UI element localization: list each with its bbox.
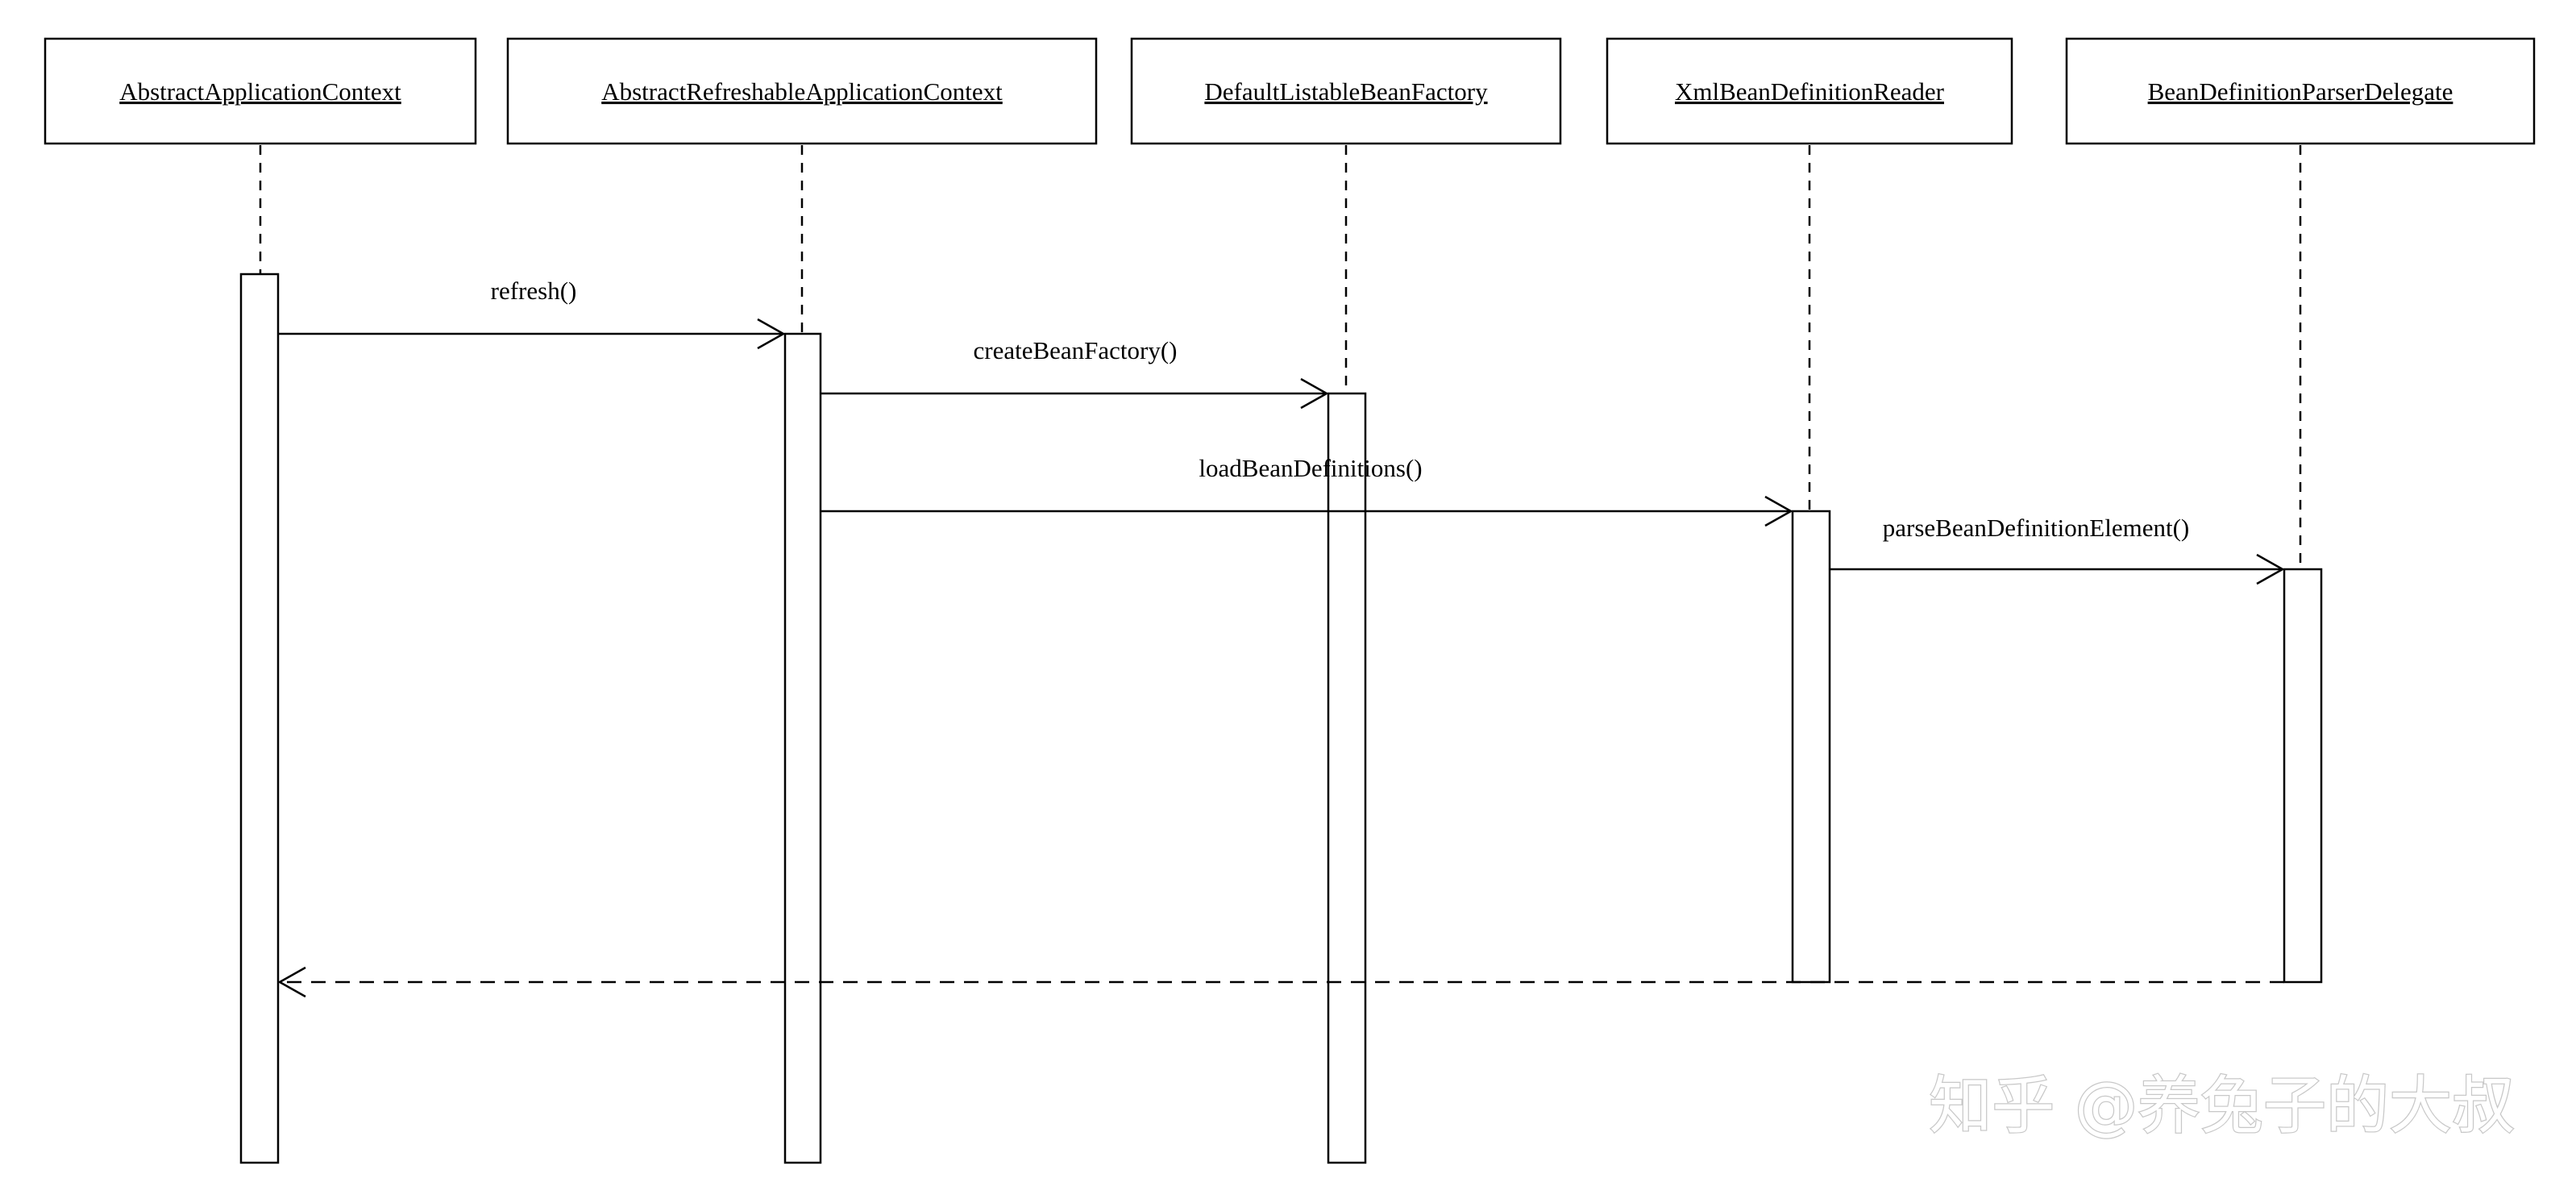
participant-label: DefaultListableBeanFactory — [1204, 77, 1488, 106]
activation-bean-definition-parser-delegate — [2283, 568, 2323, 984]
participant-box — [1130, 37, 1562, 145]
participant-label: AbstractRefreshableApplicationContext — [601, 77, 1003, 106]
participant-xml-bean-definition-reader: XmlBeanDefinitionReader — [1606, 37, 2013, 145]
message-load-bean-definitions: loadBeanDefinitions() — [821, 454, 1793, 527]
watermark-text: 知乎 @养兔子的大叔 — [1929, 1070, 2515, 1143]
message-parse-bean-definition-element: parseBeanDefinitionElement() — [1830, 514, 2285, 585]
activation-abstract-refreshable-application-context — [783, 332, 822, 1164]
participant-abstract-application-context: AbstractApplicationContext — [44, 37, 477, 145]
participant-label: BeanDefinitionParserDelegate — [2148, 77, 2453, 106]
arrow-head — [2256, 553, 2285, 585]
activation-xml-bean-definition-reader — [1791, 510, 1831, 984]
message-return — [277, 966, 2284, 998]
message-label: parseBeanDefinitionElement() — [1883, 514, 2189, 542]
participant-abstract-refreshable-application-context: AbstractRefreshableApplicationContext — [506, 37, 1098, 145]
message-label: refresh() — [491, 277, 577, 305]
arrow-head — [1300, 377, 1329, 410]
message-refresh: refresh() — [278, 277, 786, 350]
participant-box — [2065, 37, 2536, 145]
participant-box — [1606, 37, 2013, 145]
participant-box — [44, 37, 477, 145]
participant-box — [506, 37, 1098, 145]
activation-abstract-application-context — [239, 273, 280, 1164]
arrow-head — [757, 318, 786, 350]
message-label: loadBeanDefinitions() — [1199, 454, 1422, 482]
participant-label: AbstractApplicationContext — [119, 77, 401, 106]
message-create-bean-factory: createBeanFactory() — [821, 336, 1329, 410]
arrow-head — [1764, 495, 1793, 527]
participant-default-listable-bean-factory: DefaultListableBeanFactory — [1130, 37, 1562, 145]
participant-label: XmlBeanDefinitionReader — [1675, 77, 1945, 106]
message-label: createBeanFactory() — [973, 336, 1177, 364]
participant-bean-definition-parser-delegate: BeanDefinitionParserDelegate — [2065, 37, 2536, 145]
arrow-head — [277, 966, 306, 998]
activation-default-listable-bean-factory — [1327, 392, 1367, 1164]
